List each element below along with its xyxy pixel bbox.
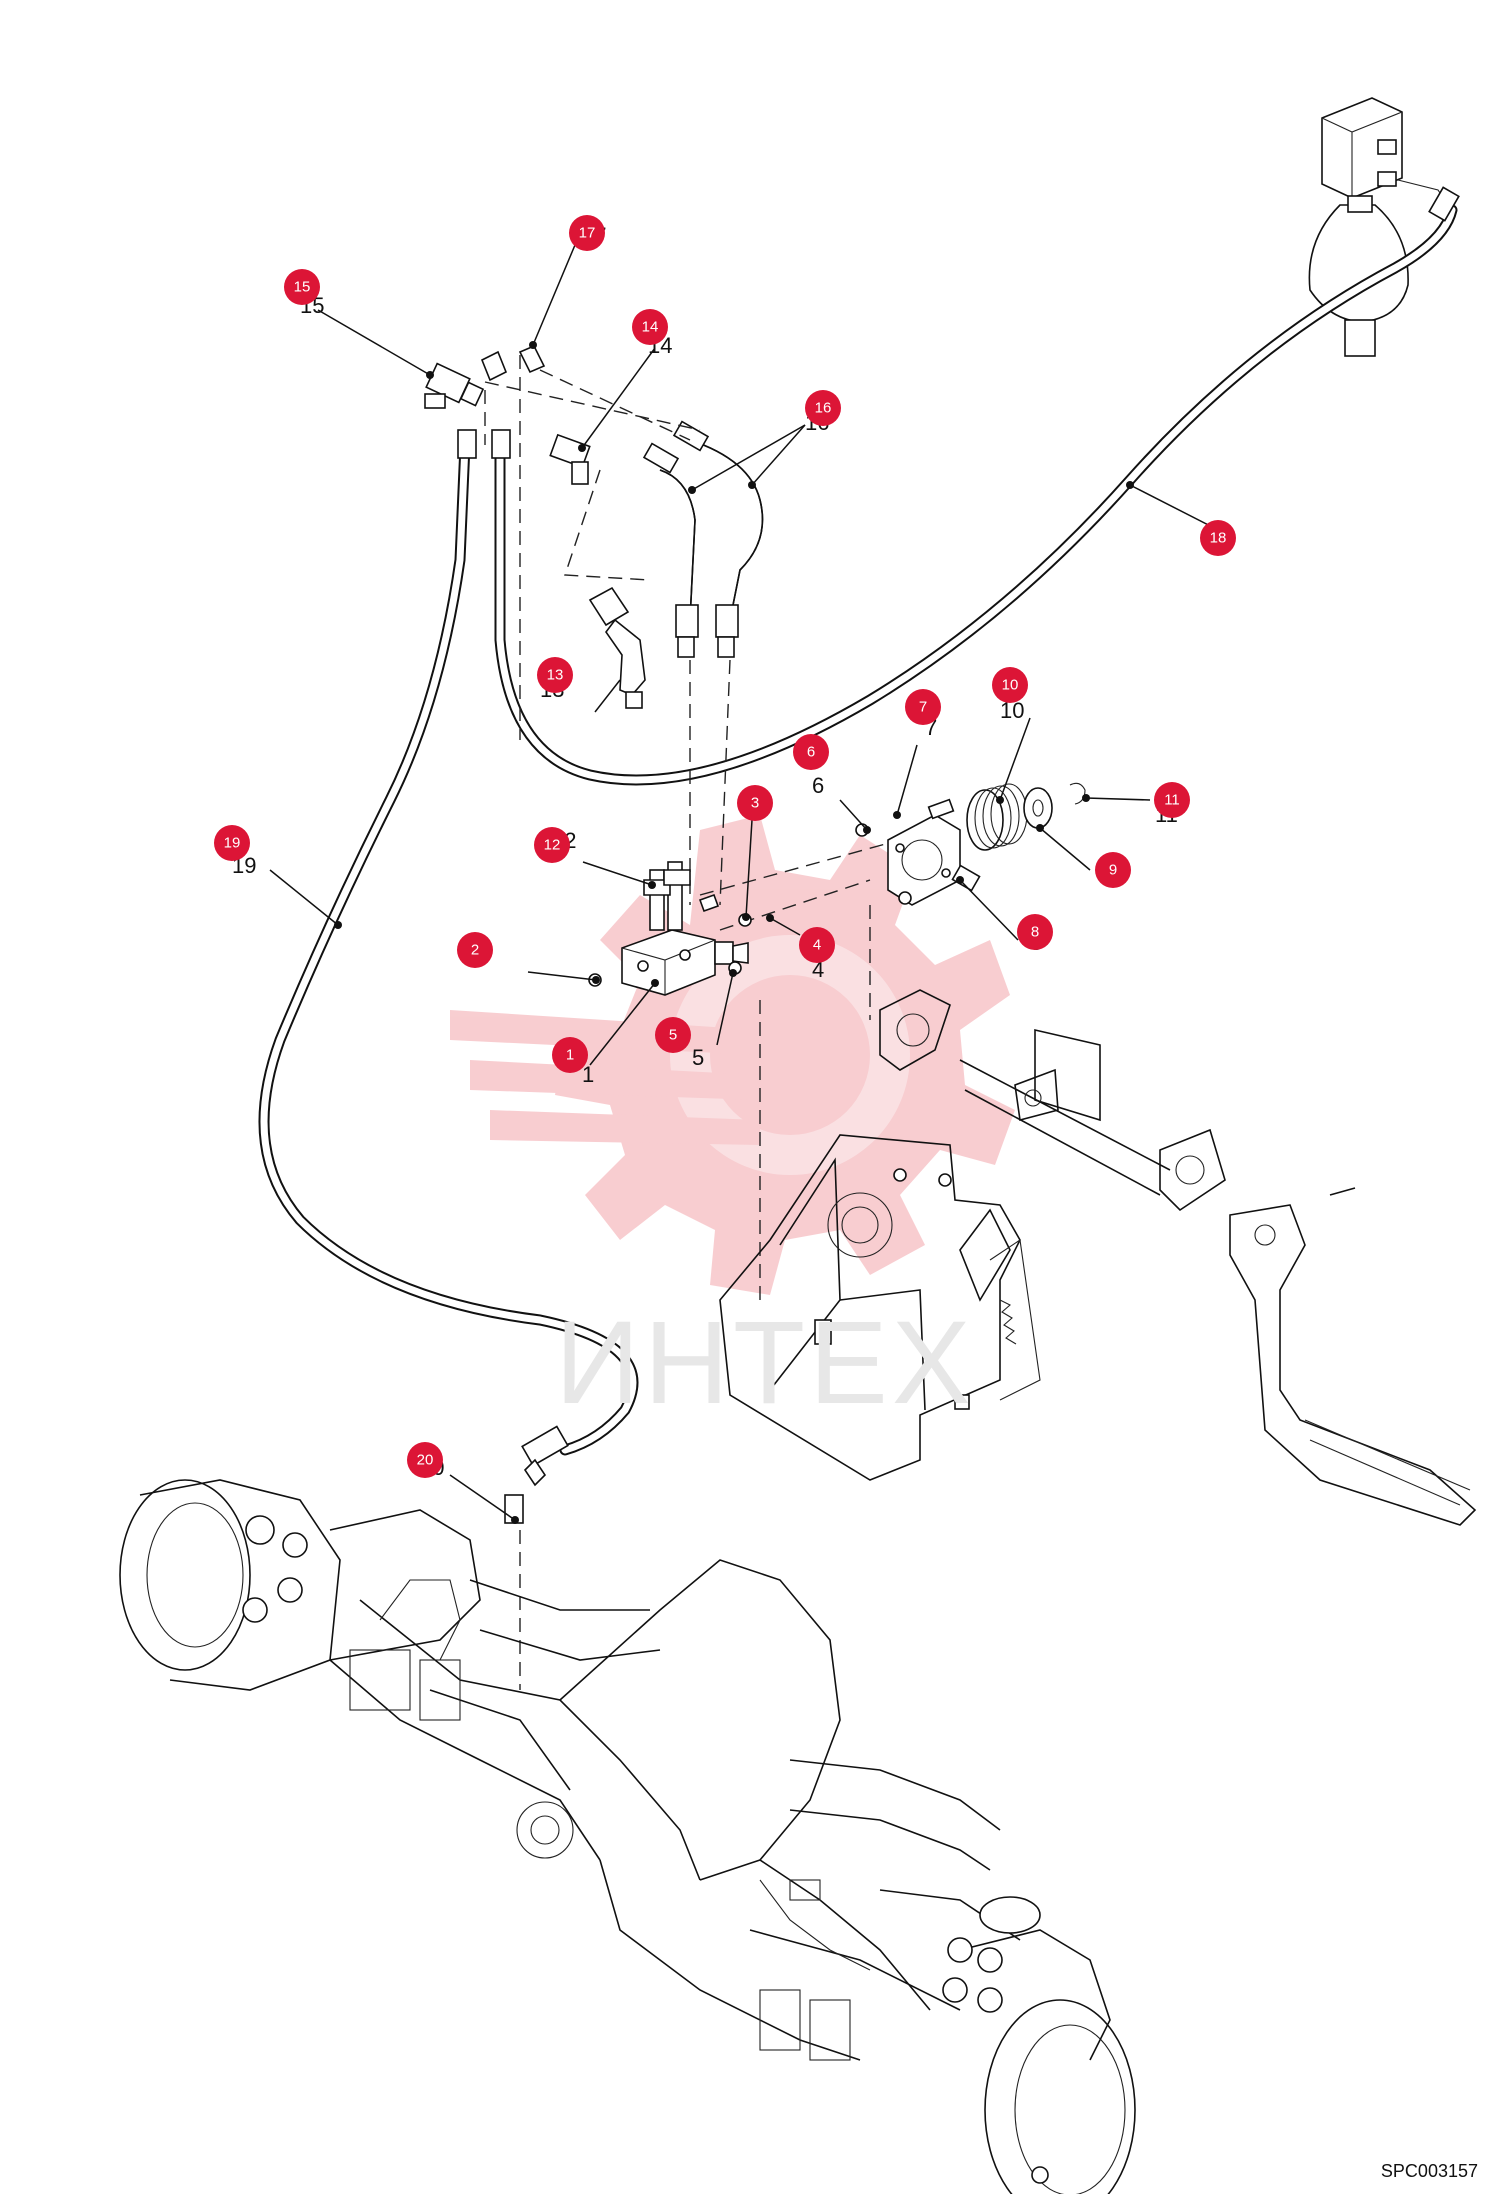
- badge-3[interactable]: 3: [737, 785, 773, 821]
- badge-17[interactable]: 17: [569, 215, 605, 251]
- drawing-code: SPC003157: [1380, 2161, 1478, 2181]
- badge-19[interactable]: 19: [214, 825, 250, 861]
- svg-text:18: 18: [1210, 530, 1227, 547]
- spring-10: [966, 783, 1028, 851]
- svg-text:17: 17: [579, 225, 596, 242]
- svg-text:4: 4: [813, 937, 821, 954]
- bracket-parts: [855, 782, 1086, 906]
- leader-lines: [269, 244, 1229, 1524]
- svg-text:9: 9: [1109, 862, 1117, 879]
- callout-number-6: 6: [812, 773, 824, 798]
- svg-text:12: 12: [544, 837, 561, 854]
- badge-2[interactable]: 2: [457, 932, 493, 968]
- hoses-16: [642, 420, 764, 658]
- svg-text:8: 8: [1031, 924, 1039, 941]
- pedal-assembly: [879, 989, 1477, 1526]
- badge-4[interactable]: 4: [799, 927, 835, 963]
- pedal-bracket: [719, 1134, 1041, 1481]
- callout-number-1: 1: [582, 1062, 594, 1087]
- badge-11[interactable]: 11: [1154, 782, 1190, 818]
- watermark-text: ИНТЕХ: [555, 1297, 975, 1429]
- badge-14[interactable]: 14: [632, 309, 668, 345]
- svg-text:1: 1: [566, 1047, 574, 1064]
- svg-text:3: 3: [751, 795, 759, 812]
- badge-15[interactable]: 15: [284, 269, 320, 305]
- badge-13[interactable]: 13: [537, 657, 573, 693]
- badge-7[interactable]: 7: [905, 689, 941, 725]
- svg-text:6: 6: [807, 744, 815, 761]
- hose-18: [491, 186, 1460, 786]
- assembly-lines: [484, 355, 901, 1690]
- badge-1[interactable]: 1: [552, 1037, 588, 1073]
- callout-number-4: 4: [812, 957, 824, 982]
- badge-9[interactable]: 9: [1095, 852, 1131, 888]
- svg-text:13: 13: [547, 667, 564, 684]
- svg-text:2: 2: [471, 942, 479, 959]
- badge-5[interactable]: 5: [655, 1017, 691, 1053]
- svg-text:5: 5: [669, 1027, 677, 1044]
- badge-12[interactable]: 12: [534, 827, 570, 863]
- badge-20[interactable]: 20: [407, 1442, 443, 1478]
- badge-6[interactable]: 6: [793, 734, 829, 770]
- svg-text:11: 11: [1164, 792, 1180, 809]
- svg-text:15: 15: [294, 279, 311, 296]
- callout-badges[interactable]: 1 2 3 4 5 6 7 8 9 10 11 12 13 14 15 16 1…: [214, 215, 1236, 1478]
- svg-text:16: 16: [815, 400, 832, 417]
- svg-text:20: 20: [417, 1452, 434, 1469]
- badge-10[interactable]: 10: [992, 667, 1028, 703]
- svg-text:10: 10: [1002, 677, 1019, 694]
- badge-8[interactable]: 8: [1017, 914, 1053, 950]
- brake-reservoir: [1308, 97, 1451, 357]
- fittings-top: [424, 344, 646, 709]
- axle-assembly: [119, 1479, 1136, 2194]
- svg-text:14: 14: [642, 319, 659, 336]
- hose-19: [258, 429, 639, 1524]
- svg-text:7: 7: [919, 699, 927, 716]
- badge-18[interactable]: 18: [1200, 520, 1236, 556]
- brake-valve-block: [588, 861, 752, 996]
- badge-16[interactable]: 16: [805, 390, 841, 426]
- svg-text:19: 19: [224, 835, 241, 852]
- callout-number-5: 5: [692, 1045, 704, 1070]
